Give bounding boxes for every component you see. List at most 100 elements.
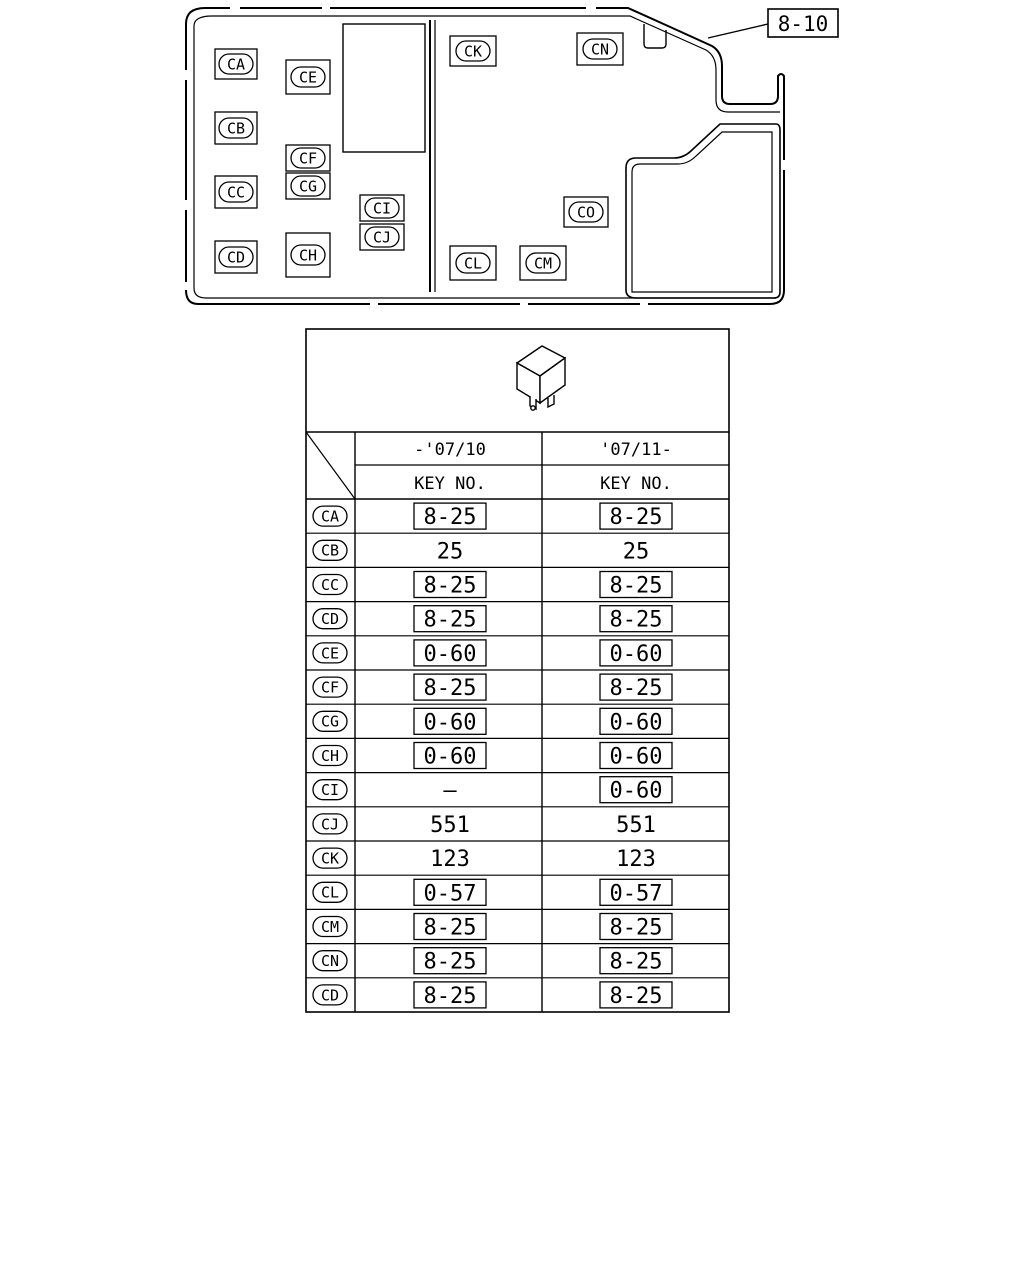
key-number: 8-25	[610, 984, 663, 1009]
component-label-ci-oval	[364, 197, 400, 219]
key-number: 8-25	[424, 608, 477, 633]
key-number: 8-25	[424, 984, 477, 1009]
component-label-ch: CH	[299, 246, 317, 264]
component-frame	[563, 196, 609, 228]
component-frame	[285, 59, 331, 95]
row-code-label: CE	[321, 644, 339, 662]
key-number: 0-60	[610, 642, 663, 667]
key-number: 0-57	[610, 881, 663, 906]
key-number-box	[413, 947, 487, 975]
component-label-ck-oval	[455, 40, 491, 62]
row-code-label: CI	[321, 781, 339, 799]
component-label-cg: CG	[299, 177, 317, 195]
key-number-box	[413, 673, 487, 701]
row-code-label: CA	[321, 508, 339, 526]
key-number-box	[413, 707, 487, 735]
key-number-box	[413, 878, 487, 906]
row-code-label-oval	[312, 915, 348, 938]
row-code-label-oval	[312, 847, 348, 869]
row-code-label-oval	[312, 608, 348, 630]
row-code-label: CD	[321, 986, 339, 1004]
component-cd: CD	[214, 240, 258, 274]
component-frame	[449, 35, 497, 67]
component-label-co-oval	[568, 201, 604, 223]
key-number: 0-60	[610, 745, 663, 770]
key-number: 8-25	[424, 950, 477, 975]
component-cl: CL	[449, 245, 497, 281]
row-code-label-oval	[312, 744, 348, 767]
table-row: CE 0-60 0-60	[306, 635, 729, 667]
component-label-cl: CL	[464, 254, 482, 272]
key-number: 551	[616, 813, 656, 838]
row-code-label-oval	[312, 710, 348, 732]
component-label-cb-oval	[218, 117, 254, 139]
key-number: 25	[623, 539, 650, 564]
component-label-cc: CC	[227, 183, 245, 201]
component-frame	[285, 144, 331, 172]
component-frame	[359, 223, 405, 251]
key-number-box	[413, 912, 487, 941]
component-frame	[214, 48, 258, 80]
component-cg: CG	[285, 172, 331, 200]
key-number: 0-60	[610, 779, 663, 804]
key-number-box	[413, 605, 487, 633]
component-cm: CM	[519, 245, 567, 281]
component-cb: CB	[214, 111, 258, 145]
component-cj: CJ	[359, 223, 405, 251]
component-label-ce: CE	[299, 68, 317, 86]
key-number-box	[413, 570, 487, 599]
component-cn: CN	[576, 32, 624, 66]
key-number-box	[599, 707, 673, 735]
key-number: 123	[616, 847, 656, 872]
key-number-box	[599, 981, 673, 1009]
key-number: 8-25	[424, 574, 477, 599]
key-number-box	[599, 912, 673, 941]
component-label-cn: CN	[591, 40, 609, 58]
component-ce: CE	[285, 59, 331, 95]
key-number: 8-25	[424, 676, 477, 701]
component-co: CO	[563, 196, 609, 228]
component-ci: CI	[359, 194, 405, 222]
key-number: 0-60	[610, 710, 663, 735]
key-number: 8-25	[424, 505, 477, 530]
row-code-label: CL	[321, 884, 339, 902]
row-code-label-oval	[312, 813, 348, 835]
component-label-cn-oval	[582, 38, 618, 60]
component-label-cc-oval	[218, 181, 254, 203]
row-code-label-oval	[312, 984, 348, 1006]
key-number: 0-60	[424, 642, 477, 667]
component-frame	[214, 111, 258, 145]
subheader-key-no-before: KEY NO.	[414, 474, 486, 494]
key-number-box	[599, 673, 673, 701]
callout-reference: 8-10	[707, 8, 839, 39]
table-row: CI—0-60	[306, 771, 729, 804]
key-number-box	[413, 981, 487, 1009]
row-code-label-oval	[312, 505, 348, 527]
key-number: 8-25	[610, 950, 663, 975]
key-number: 0-57	[424, 881, 477, 906]
row-code-label-oval	[312, 881, 348, 903]
key-number: 123	[430, 847, 470, 872]
component-label-ce-oval	[290, 66, 326, 88]
component-label-cg-oval	[290, 175, 326, 197]
component-label-ch-oval	[290, 244, 326, 266]
component-label-cm: CM	[534, 254, 552, 272]
row-code-label-oval	[312, 573, 348, 596]
key-number-box	[599, 776, 673, 804]
relay-box-outline	[185, 7, 785, 305]
key-number: 551	[430, 813, 470, 838]
component-frame	[285, 172, 331, 200]
key-number: 8-25	[610, 676, 663, 701]
row-code-label-oval	[312, 676, 348, 698]
key-number: 8-25	[610, 505, 663, 530]
key-number: 8-25	[424, 916, 477, 941]
